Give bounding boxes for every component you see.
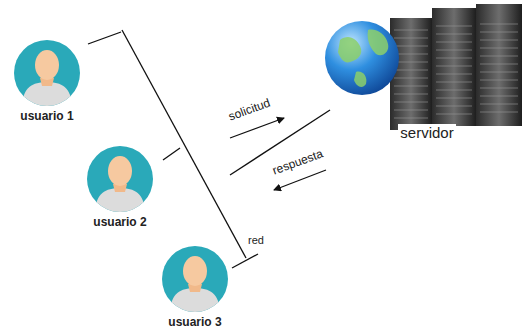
user-link — [232, 254, 258, 268]
user-node: usuario 3 — [160, 244, 230, 330]
user-icon — [85, 144, 155, 214]
user-link — [88, 32, 121, 44]
user-node: usuario 2 — [85, 144, 155, 230]
user-link — [163, 148, 180, 160]
user-node: usuario 1 — [12, 38, 82, 124]
user-icon — [160, 244, 230, 314]
server-node: servidor — [320, 0, 526, 150]
server-label: servidor — [398, 124, 455, 141]
arrow-label: solicitud — [227, 96, 273, 124]
network-label: red — [247, 234, 265, 246]
user-icon — [12, 38, 82, 108]
arrow-label: respuesta — [271, 146, 325, 177]
user-label: usuario 3 — [168, 315, 221, 329]
user-label: usuario 2 — [93, 215, 146, 229]
user-label: usuario 1 — [20, 109, 73, 123]
